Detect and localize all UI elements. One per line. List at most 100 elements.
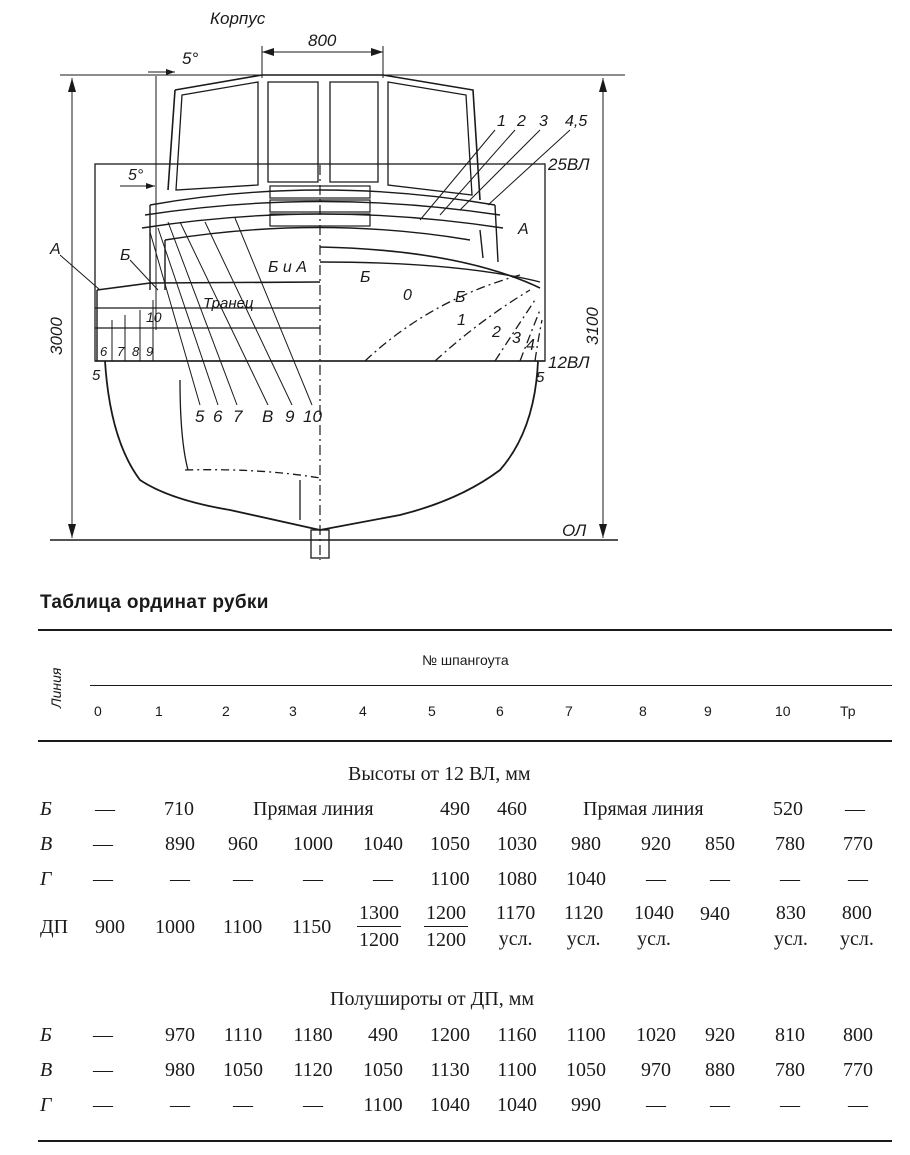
cell-sb-0: —: [93, 1024, 113, 1046]
cell-sv-3: 1120: [293, 1059, 333, 1081]
cell-sb-2: 1110: [223, 1024, 263, 1046]
label-frame-5-right: 5: [536, 369, 545, 386]
cell-sb-9: 920: [705, 1024, 735, 1046]
row-label-heights-b: Б: [40, 798, 52, 820]
cell-hdp-5-top: 1200: [424, 900, 468, 927]
frame-col-7: 7: [565, 703, 573, 719]
cell-sg-0: —: [93, 1094, 113, 1116]
table-top-rule: [38, 629, 892, 631]
cell-hdp-7: 1120 усл.: [562, 900, 605, 952]
cell-hdp-3: 1150: [292, 916, 332, 938]
row-label-heights-v: В: [40, 833, 53, 855]
frame-col-10: 10: [775, 703, 791, 719]
section-heights: Высоты от 12 ВЛ, мм: [348, 763, 531, 785]
cell-sg-4: 1100: [363, 1094, 403, 1116]
cell-hv-3: 1000: [293, 833, 333, 855]
cell-hdp-4: 1300 1200: [357, 900, 401, 953]
cell-hg-11: —: [848, 868, 868, 890]
frame-col-6: 6: [496, 703, 504, 719]
header-line: Линия: [48, 667, 64, 708]
body-plan-drawing: Корпус 800 5° 5° 25ВЛ 12ВЛ ОЛ Транец Б и…: [47, 9, 625, 560]
cell-hg-3: —: [303, 868, 323, 890]
cell-hv-0: —: [93, 833, 113, 855]
cell-hdp-6-top: 1170: [496, 902, 536, 924]
cell-hdp-11-top: 800: [841, 902, 872, 924]
frame-col-3: 3: [289, 703, 297, 719]
cell-hdp-8-top: 1040: [634, 902, 674, 924]
cell-hdp-4-top: 1300: [357, 900, 401, 927]
wheelhouse-outline: [174, 74, 481, 201]
cell-hg-0: —: [93, 868, 113, 890]
cell-sb-8: 1020: [636, 1024, 676, 1046]
label-ol: ОЛ: [562, 521, 587, 540]
label-b-left: Б: [120, 247, 130, 264]
table-bottom-rule: [38, 1140, 892, 1142]
cell-sg-10: —: [780, 1094, 800, 1116]
cell-hdp-2: 1100: [223, 916, 263, 938]
cell-hb-10: 520: [773, 798, 803, 820]
leader-bottom-9: 9: [285, 407, 295, 426]
cell-hdp-7-top: 1120: [564, 902, 604, 924]
leader-top-3: 3: [539, 113, 548, 130]
cell-hb-straight-1: Прямая линия: [253, 798, 374, 820]
label-angle-mid: 5°: [128, 167, 144, 184]
cell-hg-6: 1080: [497, 868, 537, 890]
row-label-half-v: В: [40, 1059, 53, 1081]
label-800: 800: [308, 31, 337, 50]
cell-hdp-9: 940: [700, 903, 730, 925]
cell-hv-6: 1030: [497, 833, 537, 855]
leader-top-2: 2: [516, 113, 526, 130]
right-frame-3: 3: [512, 330, 521, 347]
cell-hv-9: 850: [705, 833, 735, 855]
cell-sv-0: —: [93, 1059, 113, 1081]
cell-hv-8: 920: [641, 833, 671, 855]
cell-sb-3: 1180: [293, 1024, 333, 1046]
cell-sv-11: 770: [843, 1059, 873, 1081]
label-12vl: 12ВЛ: [548, 353, 590, 372]
frame-col-9: 9: [704, 703, 712, 719]
row-label-heights-dp: ДП: [40, 916, 69, 938]
label-bia: Б и А: [268, 259, 307, 276]
label-a-right: А: [517, 221, 529, 238]
leader-top-1: 1: [497, 113, 506, 130]
cell-sg-8: —: [646, 1094, 666, 1116]
cell-sv-4: 1050: [363, 1059, 403, 1081]
right-frame-1: 1: [457, 312, 466, 329]
cell-hdp-11: 800 усл.: [838, 900, 876, 952]
cell-hg-2: —: [233, 868, 253, 890]
leader-bottom-5: 5: [195, 407, 205, 426]
left-frame-7: 7: [117, 344, 125, 359]
cell-sg-2: —: [233, 1094, 253, 1116]
cell-hdp-10-top: 830: [775, 902, 806, 924]
right-frame-2: 2: [491, 324, 501, 341]
cell-hv-2: 960: [228, 833, 258, 855]
leader-bottom-10: 10: [303, 407, 322, 426]
cell-hdp-11-bottom: усл.: [840, 928, 874, 950]
left-frame-6: 6: [100, 344, 108, 359]
cell-sv-10: 780: [775, 1059, 805, 1081]
cell-hdp-6: 1170 усл.: [494, 900, 537, 952]
frame-col-4: 4: [359, 703, 367, 719]
label-3100: 3100: [583, 307, 602, 345]
cell-hg-9: —: [710, 868, 730, 890]
cell-sv-6: 1100: [497, 1059, 537, 1081]
cell-hdp-8-bottom: усл.: [637, 928, 671, 950]
cell-hb-1: 710: [164, 798, 194, 820]
row-label-half-g: Г: [40, 1094, 52, 1116]
header-frame-number: № шпангоута: [422, 652, 509, 668]
cell-hdp-10: 830 усл.: [772, 900, 810, 952]
cell-sv-5: 1130: [430, 1059, 470, 1081]
cell-hv-7: 980: [571, 833, 601, 855]
row-label-half-b: Б: [40, 1024, 52, 1046]
label-b-center: Б: [360, 269, 370, 286]
cell-hb-0: —: [95, 798, 115, 820]
cell-hv-5: 1050: [430, 833, 470, 855]
label-angle-top: 5°: [182, 49, 198, 68]
frame-col-0: 0: [94, 703, 102, 719]
cell-sg-3: —: [303, 1094, 323, 1116]
cell-hdp-4-bottom: 1200: [359, 929, 399, 951]
cell-hg-4: —: [373, 868, 393, 890]
cell-hg-1: —: [170, 868, 190, 890]
leader-bottom-6: 6: [213, 407, 223, 426]
left-frame-8: 8: [132, 344, 140, 359]
